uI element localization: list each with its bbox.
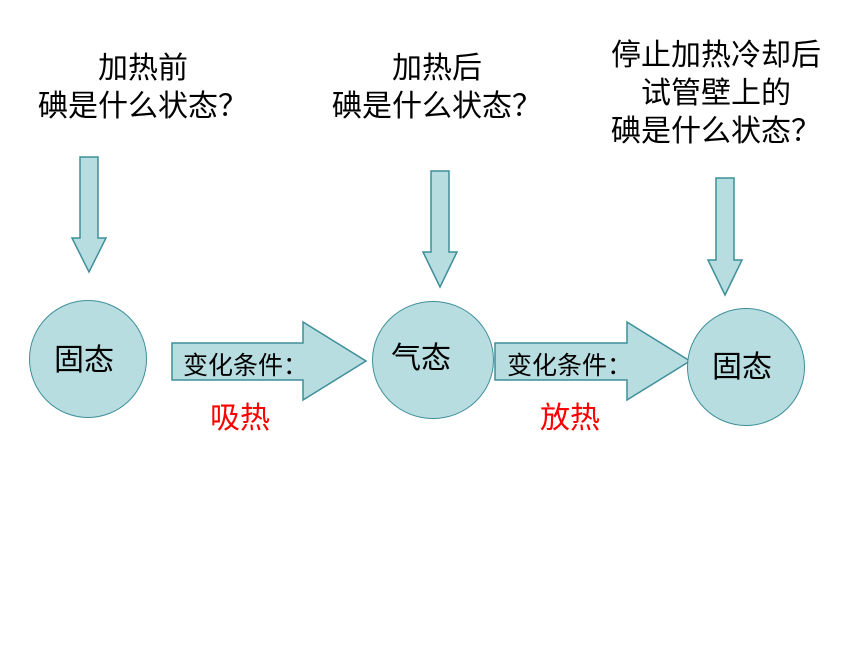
state-node-solid-end (687, 308, 805, 426)
down-arrow-1 (70, 156, 108, 274)
down-arrow-3 (706, 177, 744, 297)
state-node-solid-start (29, 300, 147, 418)
state-label-solid-end: 固态 (712, 350, 772, 385)
question-1-line-1: 加热前 (98, 51, 188, 86)
state-label-gas: 气态 (391, 341, 451, 376)
transition-1-condition: 变化条件： (183, 351, 309, 380)
question-after-cooling: 停止加热冷却后 试管壁上的 碘是什么状态？ (596, 37, 836, 151)
state-label-solid-start: 固态 (54, 343, 114, 378)
question-2-line-2: 碘是什么状态？ (332, 89, 542, 124)
question-1-line-2: 碘是什么状态？ (38, 89, 248, 124)
question-before-heating: 加热前 碘是什么状态？ (28, 50, 258, 126)
question-3-line-3: 碘是什么状态？ (611, 114, 821, 149)
transition-2-result: 放热 (540, 401, 600, 436)
question-3-line-2: 试管壁上的 (641, 76, 791, 111)
state-node-gas (372, 301, 494, 419)
question-3-line-1: 停止加热冷却后 (611, 38, 821, 73)
question-after-heating: 加热后 碘是什么状态？ (322, 50, 552, 126)
question-2-line-1: 加热后 (392, 51, 482, 86)
transition-1-result: 吸热 (210, 401, 270, 436)
transition-2-condition: 变化条件： (507, 351, 633, 380)
right-arrow-2 (494, 320, 692, 402)
right-arrow-1 (171, 320, 368, 402)
down-arrow-2 (421, 170, 459, 289)
